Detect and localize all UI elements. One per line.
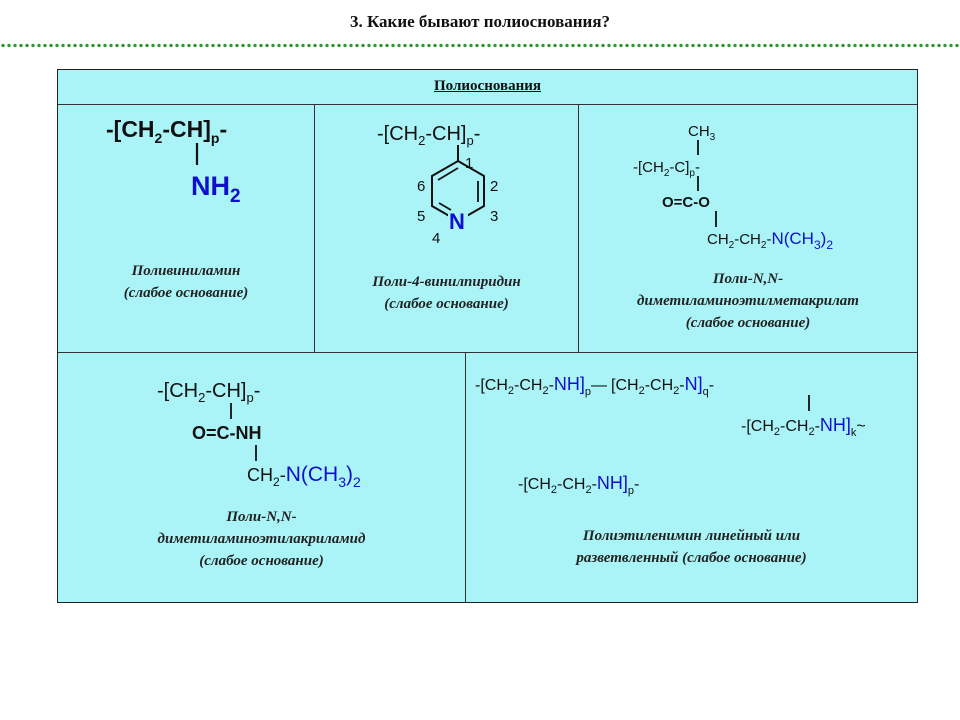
caption-line: диметиламиноэтилакриламид (157, 531, 366, 547)
pei-caption: Полиэтиленимин линейный или разветвленны… (466, 525, 917, 569)
caption-line: Поли-4-винилпиридин (372, 274, 521, 290)
dmaeaa-caption: Поли-N,N- диметиламиноэтилакриламид (сла… (58, 506, 465, 572)
backbone-formula: -[CH2-CH]p- (377, 123, 480, 148)
methyl-group: CH3 (688, 123, 716, 143)
ring-number: 2 (490, 178, 498, 195)
grid-line (58, 352, 917, 353)
polyvinylpyridine-caption: Поли-4-винилпиридин (слабое основание) (315, 271, 578, 315)
linear-chain: -[CH2-CH2-NH]p- (518, 473, 639, 497)
caption-line: Поливиниламин (131, 263, 241, 279)
caption-line: (слабое основание) (384, 296, 509, 312)
ring-gap (448, 211, 468, 231)
caption-line: разветвленный (слабое основание) (576, 550, 807, 566)
pyridine-nitrogen: N (449, 209, 465, 234)
grid-line (578, 105, 579, 352)
caption-line: Полиэтиленимин линейный или (582, 528, 801, 544)
backbone-formula: -[CH2-CH]p- (157, 380, 260, 405)
grid-line (314, 105, 315, 352)
polyvinylamine-formula: -[CH2-CH]p- NH2 (106, 116, 241, 207)
caption-line: Поли-N,N- (226, 509, 297, 525)
caption-line: (слабое основание) (685, 315, 811, 331)
carbonyl-group: O=C-O (662, 194, 710, 211)
branch-chain: -[CH2-CH2-NH]k~ (741, 415, 866, 439)
amine-group: NH2 (191, 171, 241, 207)
amide-group: O=C-NH (192, 423, 262, 443)
ring-number: 3 (490, 208, 498, 225)
caption-line: диметиламиноэтилметакрилат (637, 293, 859, 309)
dmaema-caption: Поли-N,N- диметиламиноэтилметакрилат (сл… (579, 268, 917, 334)
polybases-table: Полиоснования -[CH2-CH]p- NH2 Поливинила… (57, 69, 918, 603)
pei-formula: -[CH2-CH2-NH]p—[CH2-CH2-N]q- -[CH2-CH2-N… (475, 374, 866, 497)
backbone-formula: -[CH2-C]p- (633, 159, 700, 179)
ring-number: 1 (465, 155, 473, 172)
table-header: Полиоснования (58, 70, 917, 105)
ring-number: 5 (417, 208, 425, 225)
slide-title: 3. Какие бывают полиоснования? (349, 12, 611, 31)
double-bond (438, 202, 452, 211)
polyvinylpyridine-formula: -[CH2-CH]p- N 1 2 3 4 5 6 (377, 123, 498, 247)
table-header-label: Полиоснования (434, 78, 541, 94)
side-chain: CH2-N(CH3)2 (247, 463, 361, 490)
ring-number: 4 (432, 230, 440, 247)
dmaema-formula: CH3 -[CH2-C]p- O=C-O CH2-CH2-N(CH3)2 (633, 123, 833, 252)
dotted-divider (0, 43, 960, 48)
polyvinylamine-caption: Поливиниламин (слабое основание) (58, 260, 314, 304)
branched-chain: -[CH2-CH2-NH]p—[CH2-CH2-N]q- (475, 374, 714, 398)
caption-line: (слабое основание) (123, 285, 249, 301)
grid-line (465, 353, 466, 603)
side-chain: CH2-CH2-N(CH3)2 (707, 229, 833, 252)
ring-number: 6 (417, 178, 425, 195)
dmaeaa-formula: -[CH2-CH]p- O=C-NH CH2-N(CH3)2 (157, 380, 361, 490)
double-bond (437, 167, 459, 181)
backbone-formula: -[CH2-CH]p- (106, 116, 227, 146)
caption-line: Поли-N,N- (712, 271, 784, 287)
caption-line: (слабое основание) (199, 553, 324, 569)
